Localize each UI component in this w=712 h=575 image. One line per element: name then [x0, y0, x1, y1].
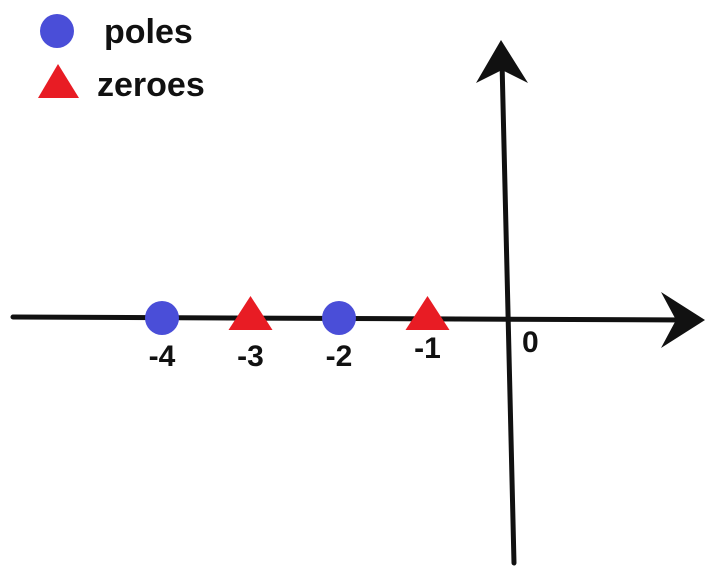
legend-pole-marker	[40, 14, 74, 48]
zero-label: -1	[414, 332, 441, 365]
legend-poles-label: poles	[104, 13, 193, 51]
origin-label: 0	[522, 326, 539, 359]
imaginary-axis-line	[499, 59, 517, 566]
zero-label: -3	[237, 340, 264, 373]
pole-marker	[322, 301, 356, 335]
pole-label: -4	[149, 340, 176, 373]
imaginary-axis	[476, 40, 528, 566]
zero-marker	[228, 296, 273, 330]
legend-zero-marker	[38, 64, 79, 98]
legend: poles zeroes	[38, 13, 205, 104]
real-axis-arrowhead	[661, 292, 705, 348]
real-axis	[10, 292, 705, 348]
pole-marker	[145, 301, 179, 335]
markers: -4 -2 -3 -1	[145, 296, 450, 373]
legend-zeroes-label: zeroes	[97, 66, 205, 104]
pole-label: -2	[326, 340, 353, 373]
imaginary-axis-arrowhead	[476, 40, 528, 83]
zero-marker	[405, 296, 450, 330]
